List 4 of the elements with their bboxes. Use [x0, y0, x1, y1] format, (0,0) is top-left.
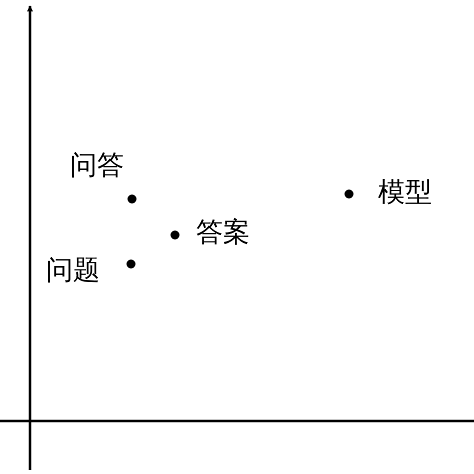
- point-label: 问题: [46, 257, 100, 284]
- point-label: 模型: [378, 179, 432, 206]
- point-label: 答案: [196, 219, 250, 246]
- point-label: 问答: [70, 152, 124, 179]
